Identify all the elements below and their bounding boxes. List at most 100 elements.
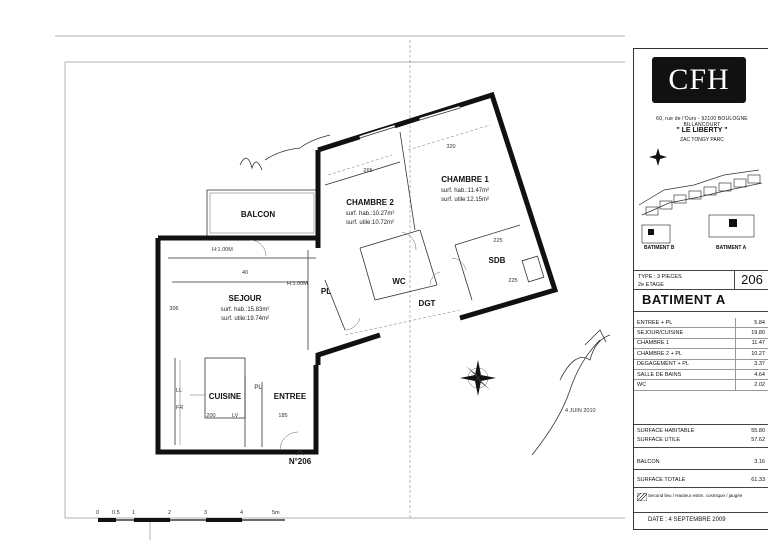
project-subtitle: ZAC TONGY PARC xyxy=(680,137,724,143)
plan-date: DATE : 4 SEPTEMBRE 2009 xyxy=(648,517,726,523)
scale-05: 0.5 xyxy=(112,510,120,516)
divider xyxy=(634,487,768,488)
dim-185: 185 xyxy=(278,413,287,419)
divider xyxy=(634,512,768,513)
chambre2-label: CHAMBRE 2 xyxy=(346,198,394,207)
kitchen-block xyxy=(204,357,246,419)
dim-h1: H:1.00M xyxy=(212,247,233,253)
dim-225: 225 xyxy=(493,238,502,244)
wall-right-block xyxy=(317,91,559,321)
company-address: 60, rue de l'Ours - 92100 BOULOGNE BILLA… xyxy=(656,116,748,128)
window-ch1-frame xyxy=(419,107,461,121)
ch2-ch1-wall xyxy=(399,131,416,231)
etage-label: 2e ETAGE xyxy=(638,282,664,288)
dim-225b: 225 xyxy=(508,278,517,284)
wall-west-south xyxy=(155,238,319,455)
dgt-line xyxy=(344,309,461,336)
divider xyxy=(634,311,768,312)
door-arc-entry xyxy=(279,431,299,451)
dim-ll: LL xyxy=(176,388,182,394)
sejour-hab: surf. hab.:15.83m² xyxy=(221,307,270,313)
dim-fr: FR xyxy=(176,405,183,411)
hatch-legend-icon xyxy=(637,493,647,501)
entry-arrow xyxy=(295,449,305,456)
wc-east xyxy=(419,229,438,286)
sdb-west xyxy=(454,244,473,301)
batiment-title: BATIMENT A xyxy=(642,292,726,307)
signature xyxy=(531,329,611,456)
balcon-label: BALCON xyxy=(241,210,275,219)
dim-306: 306 xyxy=(169,306,178,312)
pl-label-1: PL xyxy=(254,385,262,391)
scale-1: 1 xyxy=(132,510,135,516)
dim-40: 40 xyxy=(242,270,248,276)
bath-fixture xyxy=(521,255,545,283)
wc-bottom xyxy=(374,284,438,301)
batiment-a-small-label: BATIMENT A xyxy=(716,245,747,251)
lot-number: 206 xyxy=(734,271,769,289)
chambre1-label: CHAMBRE 1 xyxy=(441,175,489,184)
scale-5m: 5m xyxy=(272,510,280,516)
date-handwritten: 4 JUIN 2010 xyxy=(565,408,596,414)
title-block: CFH 60, rue de l'Ours - 92100 BOULOGNE B… xyxy=(633,48,768,530)
door-arc-wc xyxy=(429,271,441,286)
dim-lv: LV xyxy=(232,413,239,419)
divider xyxy=(634,469,768,470)
cfh-logo: CFH xyxy=(652,57,746,103)
sejour-util: surf. utile:19.74m² xyxy=(221,316,269,322)
chambre1-hab: surf. hab.:11.47m² xyxy=(441,188,489,194)
chambre1-util: surf. utile:12.15m² xyxy=(441,197,489,203)
scale-bar: 0 0.5 1 2 3 4 5m xyxy=(96,510,285,522)
type-label: TYPE : 3 PIECES xyxy=(638,274,682,280)
dgt-label: DGT xyxy=(419,299,436,308)
pl-label-2: PL xyxy=(321,287,331,296)
door-arc-ch1 xyxy=(401,231,417,251)
compass-mini-icon xyxy=(649,148,667,166)
door-arc-sdb xyxy=(451,257,467,271)
chambre2-hab: surf. hab.:10.27m² xyxy=(346,211,395,217)
wall-dgt xyxy=(315,332,381,365)
scale-4: 4 xyxy=(240,510,243,516)
ch2-top xyxy=(324,161,401,186)
dim-h2: H:1.00M xyxy=(287,281,308,287)
wc-west xyxy=(359,247,376,301)
scale-3: 3 xyxy=(204,510,207,516)
wc-label: WC xyxy=(392,277,406,286)
divider xyxy=(634,424,768,425)
cuisine-label: CUISINE xyxy=(209,392,242,401)
wc-top xyxy=(359,229,421,249)
unit-number: N°206 xyxy=(289,457,312,466)
balcony-inner xyxy=(209,192,315,234)
chambre2-util: surf. utile:10.72m² xyxy=(346,220,394,226)
divider xyxy=(634,270,768,271)
site-plan-sketch xyxy=(638,148,763,244)
dim-200: 200 xyxy=(206,413,215,419)
project-name: " LE LIBERTY " xyxy=(676,127,728,134)
ch1-dim-line xyxy=(407,124,491,151)
door-arc-balcony xyxy=(249,239,267,257)
divider xyxy=(634,289,768,290)
entree-label: ENTREE xyxy=(274,392,307,401)
dim-265: 265 xyxy=(363,168,372,174)
sdb-top xyxy=(454,224,521,246)
pl-chamber-wall xyxy=(324,279,346,331)
window-ch2-frame xyxy=(359,126,396,139)
batiment-b-label: BATIMENT B xyxy=(644,245,675,251)
legend-text: Second lieu / Hauteur estim. cosmique / … xyxy=(648,493,743,498)
handwritten-note xyxy=(239,134,331,171)
wall-north-left xyxy=(158,235,321,248)
ch2-dim-line xyxy=(327,154,393,176)
sdb-label: SDB xyxy=(489,256,506,265)
scale-0: 0 xyxy=(96,510,99,516)
dim-320: 320 xyxy=(446,144,455,150)
door-arc-pl xyxy=(344,317,361,331)
